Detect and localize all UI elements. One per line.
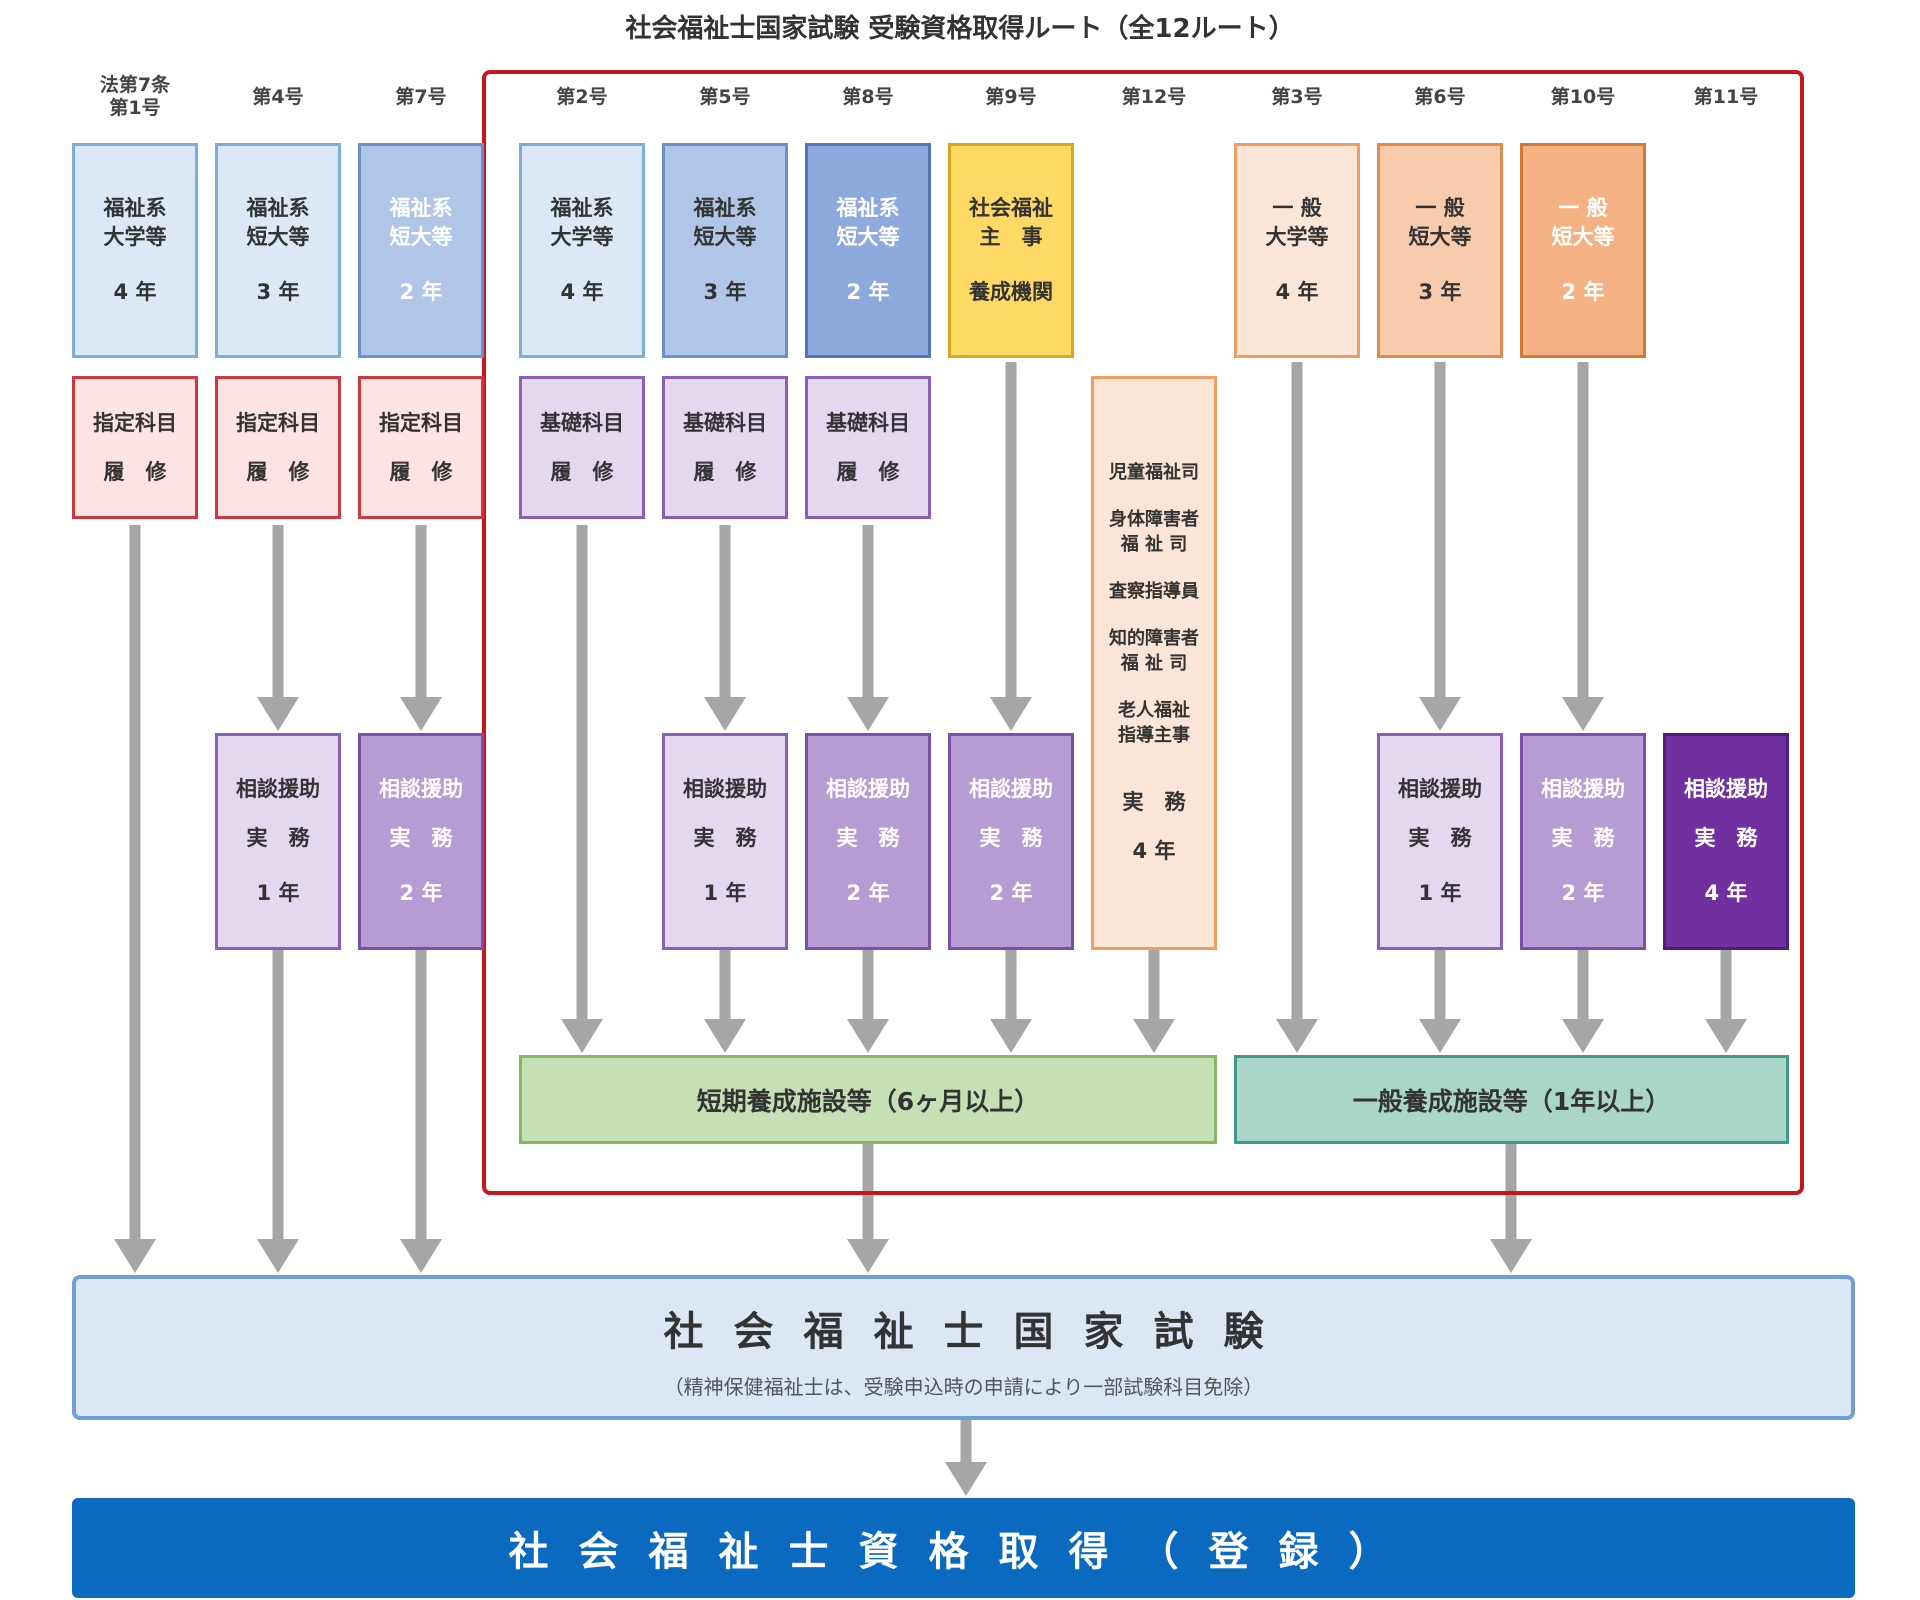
col-label-4: 第4号 bbox=[252, 86, 304, 108]
short-facility-box: 短期養成施設等（6ヶ月以上） bbox=[519, 1055, 1217, 1144]
arrow-no8-a bbox=[847, 525, 889, 731]
arrow-exam-to-qualification bbox=[945, 1420, 987, 1496]
arrow-no9-a bbox=[990, 362, 1032, 731]
col-label-9: 第9号 bbox=[985, 86, 1037, 108]
national-exam-box: 社会福祉士国家試験 （精神保健福祉士は、受験申込時の申請により一部試験科目免除） bbox=[72, 1275, 1855, 1420]
arrow-no10-a bbox=[1562, 362, 1604, 731]
col-label-2: 第2号 bbox=[556, 86, 608, 108]
school-box-social-welfare-officer: 社会福祉主 事養成機関 bbox=[948, 143, 1074, 358]
course-box-designated-3: 指定科目履 修 bbox=[358, 376, 484, 519]
arrow-no6-b bbox=[1419, 950, 1461, 1053]
col-label-1: 法第7条第1号 bbox=[99, 74, 171, 120]
arrow-no4-a bbox=[257, 525, 299, 731]
course-box-basic-1: 基礎科目履 修 bbox=[519, 376, 645, 519]
arrow-no5-a bbox=[704, 525, 746, 731]
exam-title: 社会福祉士国家試験 bbox=[663, 1309, 1294, 1355]
qualification-box: 社会福祉士資格取得（登録） bbox=[72, 1498, 1855, 1598]
arrow-no11 bbox=[1705, 950, 1747, 1053]
col-label-11: 第11号 bbox=[1693, 86, 1759, 108]
arrow-no4-b bbox=[257, 950, 299, 1273]
arrow-no7-b bbox=[400, 950, 442, 1273]
arrow-no12 bbox=[1133, 950, 1175, 1053]
general-facility-box: 一般養成施設等（1年以上） bbox=[1234, 1055, 1789, 1144]
page-title: 社会福祉士国家試験 受験資格取得ルート（全12ルート） bbox=[625, 14, 1295, 44]
course-box-basic-3: 基礎科目履 修 bbox=[805, 376, 931, 519]
arrow-no3 bbox=[1276, 362, 1318, 1053]
col-label-7: 第7号 bbox=[395, 86, 447, 108]
col-label-6: 第6号 bbox=[1414, 86, 1466, 108]
qualification-label: 社会福祉士資格取得（登録） bbox=[508, 1529, 1419, 1575]
short-facility-label: 短期養成施設等（6ヶ月以上） bbox=[696, 1086, 1040, 1116]
col-label-12: 第12号 bbox=[1121, 86, 1187, 108]
arrow-no6-a bbox=[1419, 362, 1461, 731]
course-box-designated-2: 指定科目履 修 bbox=[215, 376, 341, 519]
arrow-no7-a bbox=[400, 525, 442, 731]
course-box-basic-2: 基礎科目履 修 bbox=[662, 376, 788, 519]
exam-note: （精神保健福祉士は、受験申込時の申請により一部試験科目免除） bbox=[663, 1375, 1264, 1399]
col-label-10: 第10号 bbox=[1550, 86, 1616, 108]
arrow-no2 bbox=[561, 525, 603, 1053]
arrow-no9-b bbox=[990, 950, 1032, 1053]
arrow-no10-b bbox=[1562, 950, 1604, 1053]
col-label-5: 第5号 bbox=[699, 86, 751, 108]
course-box-designated-1: 指定科目履 修 bbox=[72, 376, 198, 519]
col-label-3: 第3号 bbox=[1271, 86, 1323, 108]
general-facility-label: 一般養成施設等（1年以上） bbox=[1352, 1086, 1671, 1116]
arrow-no1 bbox=[114, 525, 156, 1273]
arrow-no5-b bbox=[704, 950, 746, 1053]
red-frame bbox=[482, 70, 1804, 1195]
arrow-no8-b bbox=[847, 950, 889, 1053]
col-label-8: 第8号 bbox=[842, 86, 894, 108]
work-box-no12: 児童福祉司 身体障害者 福 祉 司 査察指導員 知的障害者 福 祉 司 老人福祉… bbox=[1091, 376, 1217, 950]
